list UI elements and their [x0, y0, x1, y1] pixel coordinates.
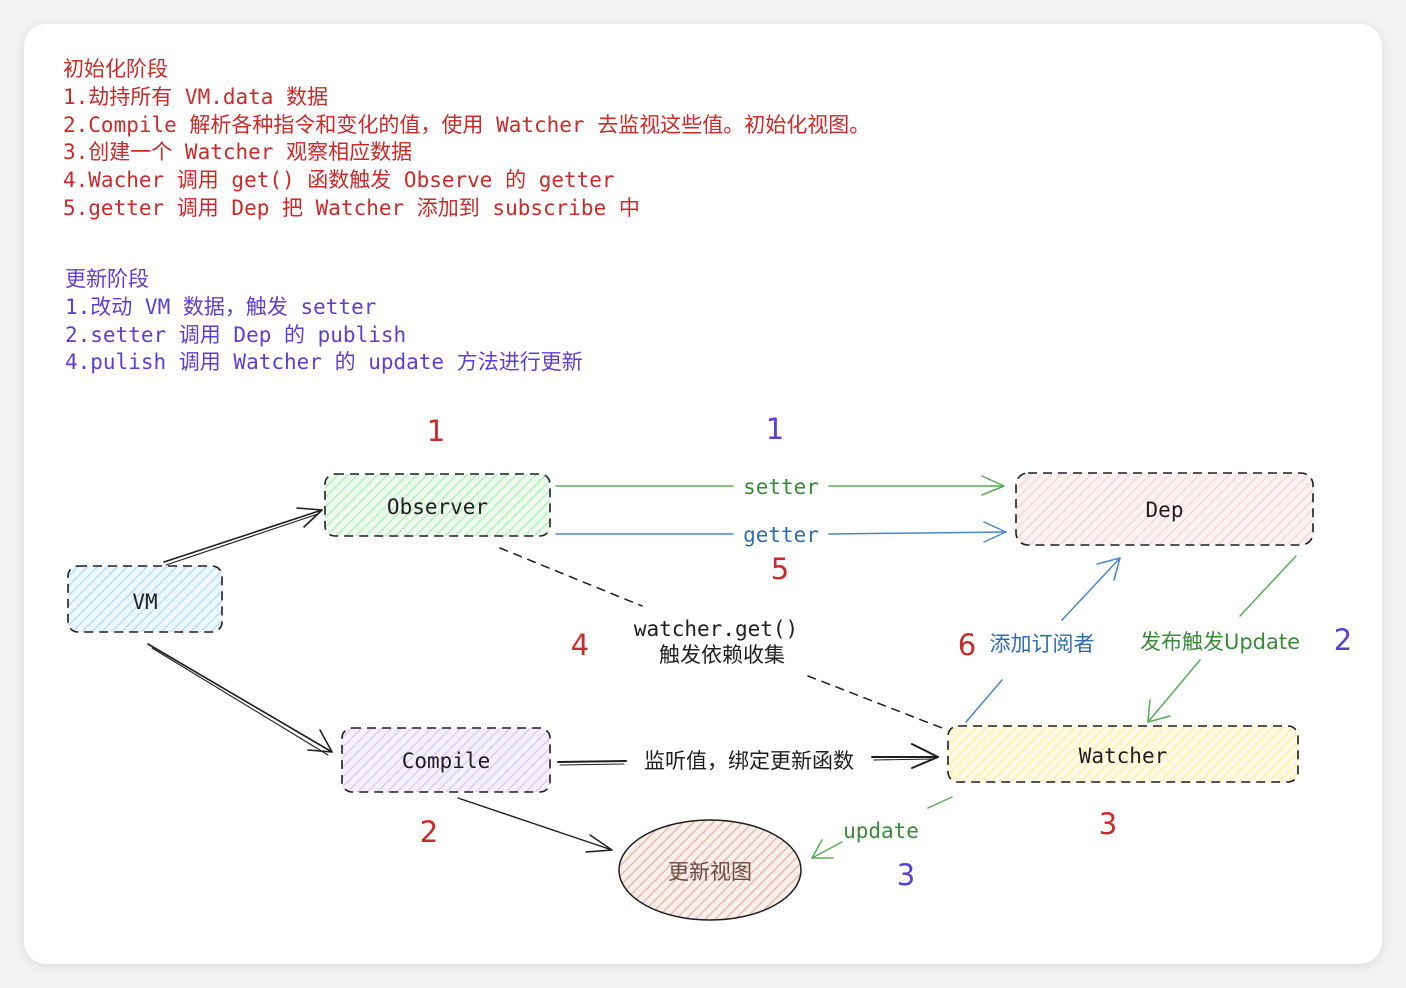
init-stage-notes: 初始化阶段 1.劫持所有 VM.data 数据 2.Compile 解析各种指令… — [63, 57, 870, 220]
edge-compile-watcher-sketch — [559, 758, 935, 766]
observer-label: Observer — [387, 495, 488, 519]
node-dep[interactable]: Dep — [1015, 472, 1314, 546]
init-step-number-getter: 5 — [771, 552, 789, 586]
init-step-5: 5.getter 调用 Dep 把 Watcher 添加到 subscribe … — [63, 196, 640, 220]
edge-getter — [555, 531, 1007, 535]
edge-labels: setter getter watcher.get() 触发依赖收集 添加订阅者… — [634, 475, 1300, 843]
init-step-number-watcher-get: 4 — [571, 628, 589, 662]
bind-update-label: 监听值，绑定更新函数 — [644, 749, 854, 773]
compile-label: Compile — [402, 749, 491, 773]
dep-box — [1015, 472, 1314, 546]
arrowhead-vm-observer — [296, 507, 323, 528]
update-step-number-update: 3 — [897, 858, 915, 892]
watcher-box — [947, 725, 1299, 783]
init-step-number-watcher: 3 — [1099, 807, 1117, 841]
update-stage-title: 更新阶段 — [65, 267, 149, 291]
init-step-4: 4.Wacher 调用 get() 函数触发 Observe 的 getter — [63, 168, 615, 192]
arrowhead-add-subscriber — [1096, 557, 1121, 581]
init-step-number-add-subscriber: 6 — [958, 628, 976, 662]
arrowhead-setter — [981, 475, 1005, 496]
observer-box — [324, 473, 551, 537]
edges — [147, 475, 1297, 859]
edge-vm-observer — [163, 509, 323, 563]
node-compile[interactable]: Compile — [341, 727, 551, 793]
arrowhead-publish-update — [1147, 699, 1171, 723]
node-vm[interactable]: VM — [67, 565, 223, 633]
dep-label: Dep — [1146, 498, 1184, 522]
getter-label: getter — [743, 523, 819, 547]
edge-compile-watcher — [557, 756, 939, 763]
step-numbers: 1 1 5 4 6 2 2 3 3 — [420, 412, 1352, 892]
edge-vm-observer-sketch — [165, 513, 319, 566]
add-subscriber-label: 添加订阅者 — [990, 632, 1095, 656]
setter-label: setter — [743, 475, 819, 499]
update-label: update — [843, 819, 919, 843]
compile-box — [341, 727, 551, 793]
arrowhead-getter — [983, 521, 1007, 543]
edge-publish-update — [1147, 555, 1297, 723]
update-step-number-setter: 1 — [766, 412, 784, 446]
dependency-collect-label: 触发依赖收集 — [659, 643, 785, 667]
update-step-3: 4.pulish 调用 Watcher 的 update 方法进行更新 — [65, 350, 583, 374]
init-step-2: 2.Compile 解析各种指令和变化的值，使用 Watcher 去监视这些值。… — [63, 113, 870, 137]
init-stage-title: 初始化阶段 — [63, 57, 168, 81]
node-watcher[interactable]: Watcher — [947, 725, 1299, 783]
arrowhead-vm-compile — [307, 729, 333, 753]
update-step-1: 1.改动 VM 数据，触发 setter — [65, 295, 376, 319]
init-step-number-compile: 2 — [420, 815, 438, 849]
watcher-label: Watcher — [1079, 744, 1168, 768]
node-observer[interactable]: Observer — [324, 473, 551, 537]
edge-vm-compile — [147, 643, 333, 753]
vm-label: VM — [132, 590, 157, 614]
watcher-get-label: watcher.get() — [634, 617, 798, 641]
arrowhead-compile-view — [585, 834, 613, 853]
node-update-view[interactable]: 更新视图 — [618, 819, 802, 921]
edge-add-subscriber — [965, 557, 1121, 723]
update-stage-notes: 更新阶段 1.改动 VM 数据，触发 setter 2.setter 调用 De… — [65, 267, 583, 374]
publish-update-label: 发布触发Update — [1140, 630, 1300, 654]
edge-vm-compile-sketch — [151, 647, 329, 756]
view-label: 更新视图 — [668, 860, 752, 884]
update-step-number-publish: 2 — [1334, 623, 1352, 657]
init-step-1: 1.劫持所有 VM.data 数据 — [63, 85, 328, 109]
edge-update — [811, 796, 953, 859]
edge-watcher-get — [499, 547, 943, 729]
init-step-3: 3.创建一个 Watcher 观察相应数据 — [63, 140, 412, 164]
init-step-number-observer: 1 — [427, 414, 445, 448]
edge-compile-view — [457, 797, 613, 851]
arrowhead-compile-watcher — [911, 743, 939, 769]
update-step-2: 2.setter 调用 Dep 的 publish — [65, 323, 406, 347]
vm-box — [67, 565, 223, 633]
view-ellipse — [618, 819, 802, 921]
arrowhead-update — [811, 839, 834, 859]
